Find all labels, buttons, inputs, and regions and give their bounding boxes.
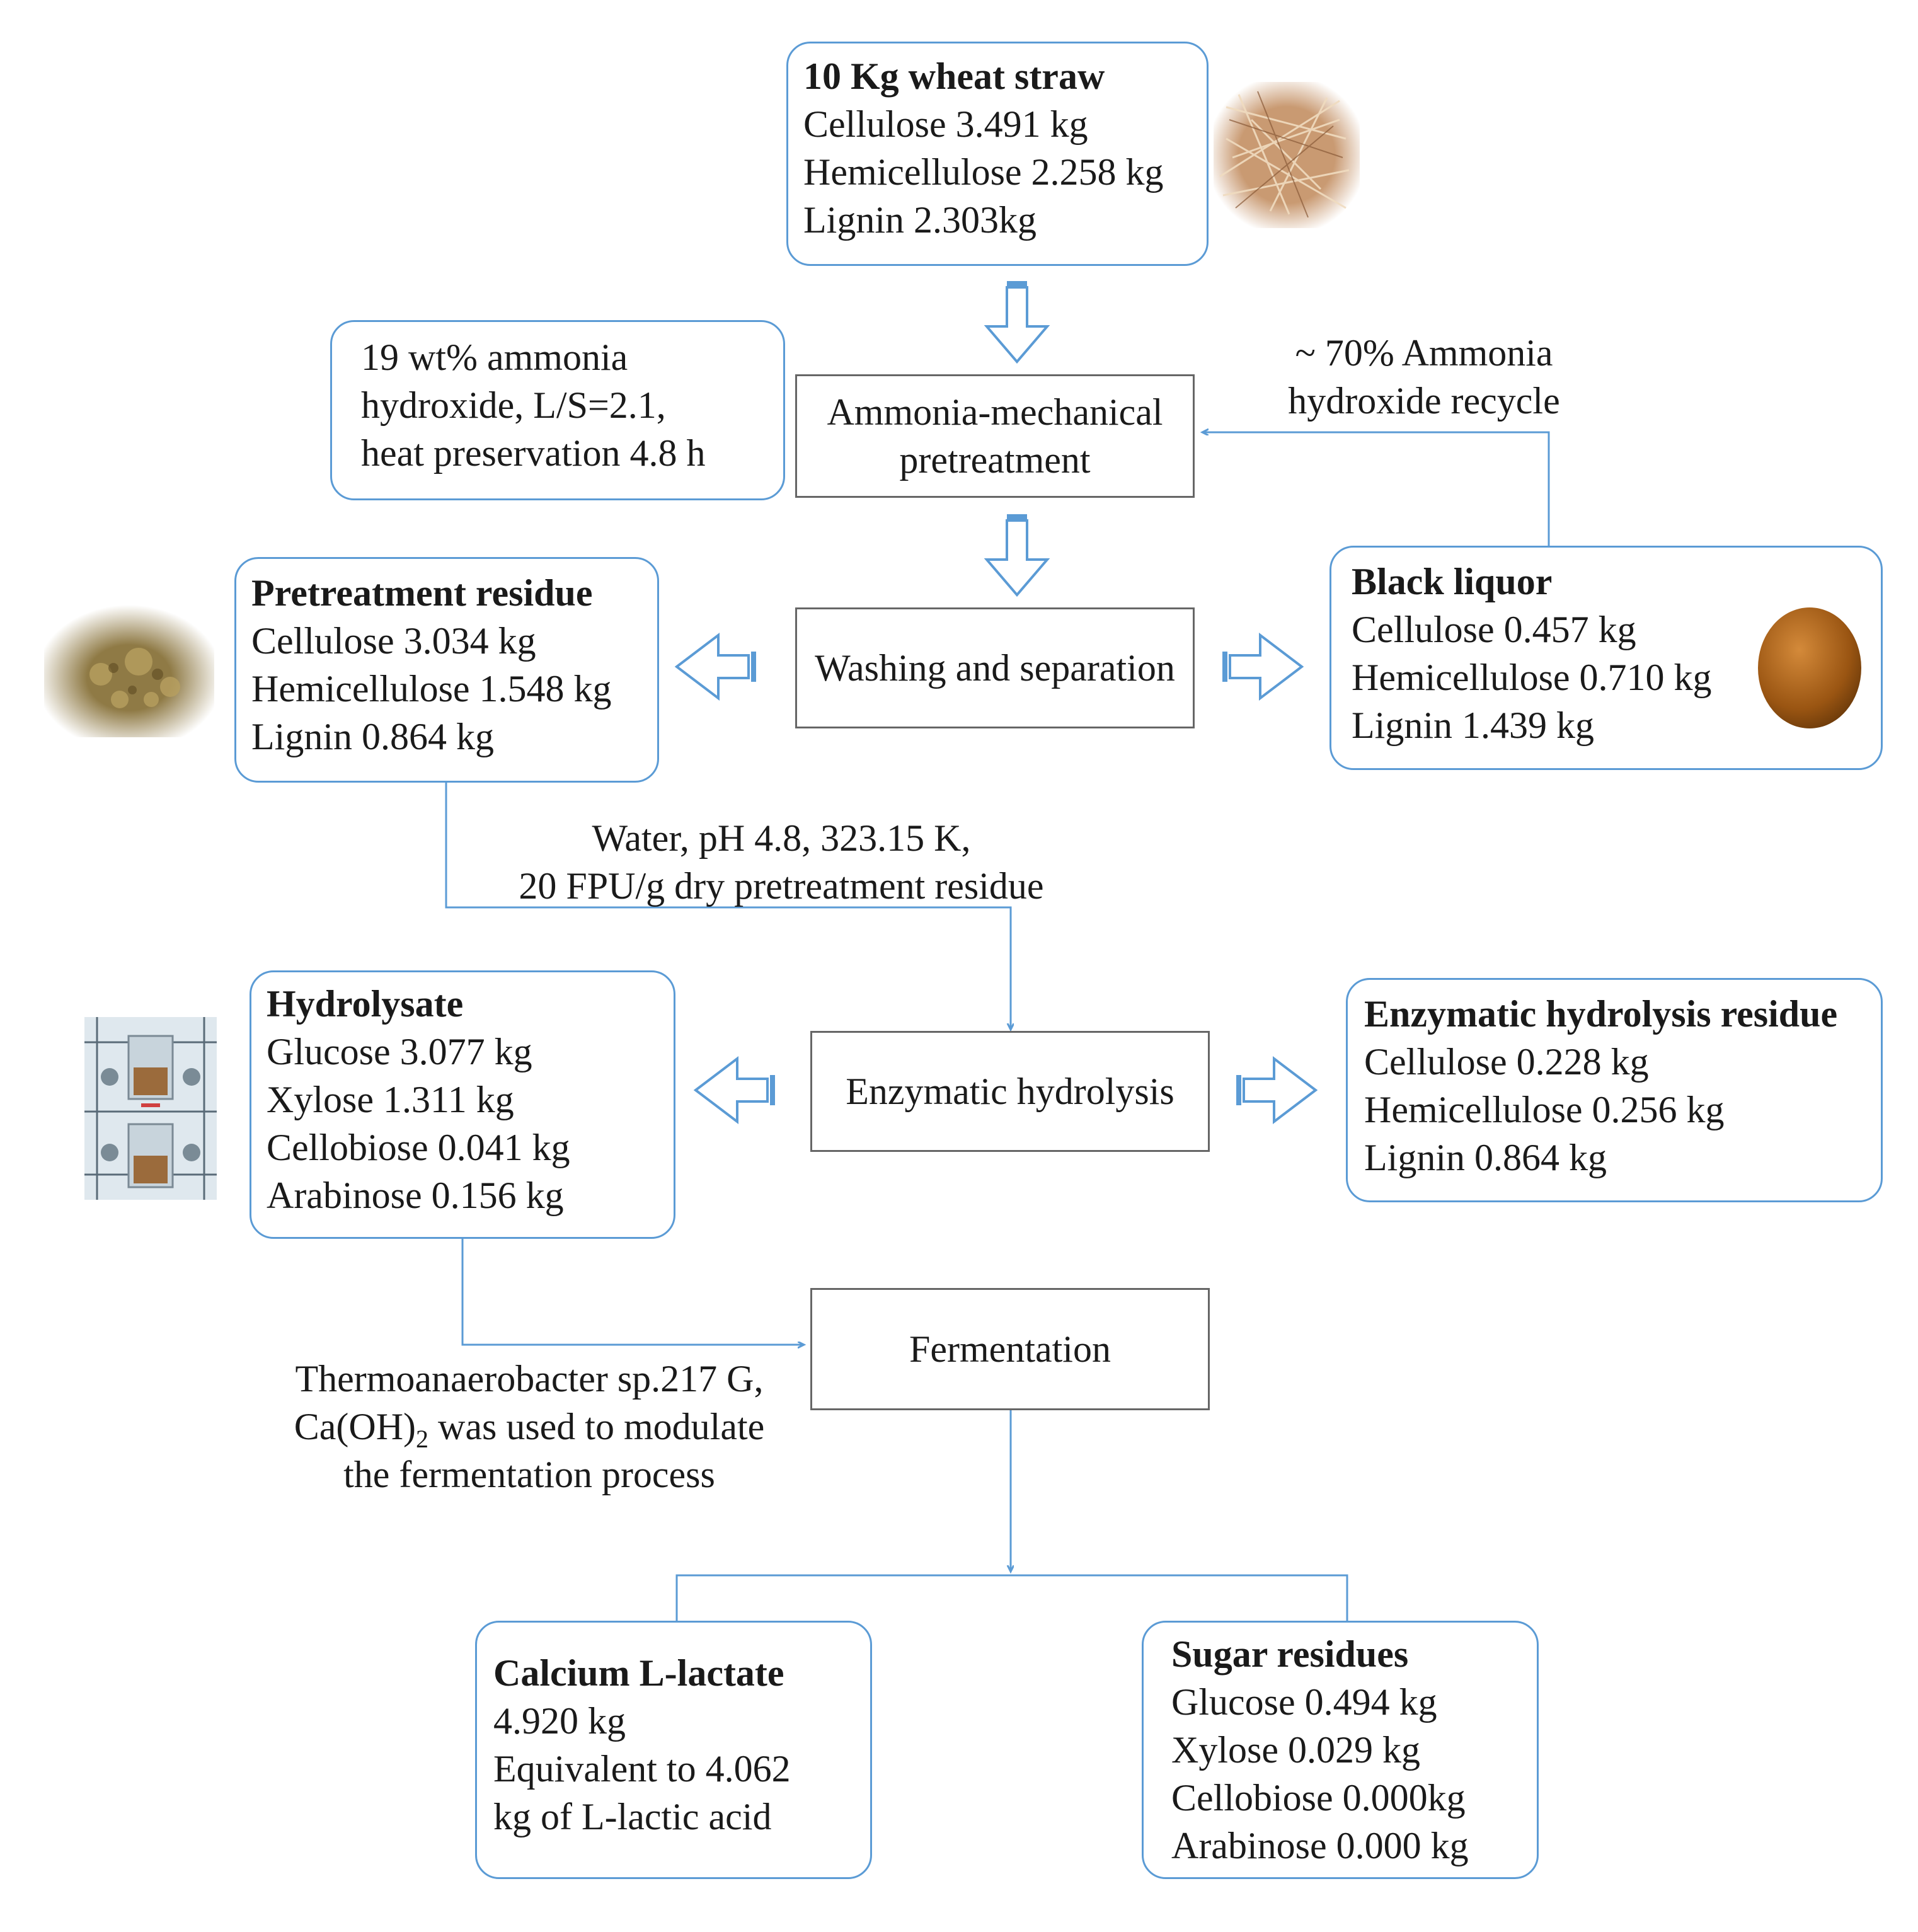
calcium-lactate-acid: kg of L-lactic acid <box>493 1793 870 1841</box>
enzymatic-residue-cellulose: Cellulose 0.228 kg <box>1364 1041 1649 1083</box>
fermentation-condition-3: the fermentation process <box>343 1454 715 1495</box>
wheat-straw-photo <box>1214 82 1360 228</box>
step-washing: Washing and separation <box>795 607 1195 728</box>
step-fermentation-label: Fermentation <box>909 1328 1111 1370</box>
block-arrow-left-washing <box>674 632 756 701</box>
wheat-straw-lignin: Lignin 2.303kg <box>803 199 1037 241</box>
block-arrow-down-2 <box>984 514 1050 597</box>
calcium-lactate-title: Calcium L-lactate <box>493 1652 784 1694</box>
black-liquor-title: Black liquor <box>1352 561 1553 602</box>
hydrolysate-glucose: Glucose 3.077 kg <box>267 1031 532 1072</box>
pretreatment-residue-cellulose: Cellulose 3.034 kg <box>251 620 536 662</box>
step-pretreatment-line1: Ammonia-mechanical <box>827 391 1163 433</box>
product-split-line <box>675 1574 1348 1621</box>
hydrolysis-condition-1: Water, pH 4.8, 323.15 K, <box>592 817 971 859</box>
block-arrow-right-washing <box>1222 632 1304 701</box>
sugar-residues-arabinose: Arabinose 0.000 kg <box>1171 1825 1469 1866</box>
calcium-lactate-box: Calcium L-lactate 4.920 kg Equivalent to… <box>475 1621 872 1879</box>
calcium-lactate-mass: 4.920 kg <box>493 1700 626 1742</box>
block-arrow-left-hydrolysis <box>693 1055 775 1125</box>
sugar-residues-box: Sugar residues Glucose 0.494 kg Xylose 0… <box>1142 1621 1539 1879</box>
pretreatment-residue-hemicellulose: Hemicellulose 1.548 kg <box>251 668 612 710</box>
calcium-lactate-acid-l: L <box>581 1796 605 1837</box>
pretreat-condition-1: 19 wt% ammonia <box>361 336 628 378</box>
pretreatment-conditions-box: 19 wt% ammonia hydroxide, L/S=2.1, heat … <box>330 320 785 500</box>
fermentation-condition-2: Ca(OH)2 was used to modulate <box>265 1403 794 1453</box>
block-arrow-down-1 <box>984 281 1050 364</box>
calcium-lactate-acid-post: -lactic acid <box>604 1796 772 1837</box>
hydrolysis-conditions: Water, pH 4.8, 323.15 K, 20 FPU/g dry pr… <box>491 814 1071 910</box>
hydrolysate-xylose: Xylose 1.311 kg <box>267 1079 514 1120</box>
enzymatic-residue-title: Enzymatic hydrolysis residue <box>1364 993 1838 1035</box>
step-washing-label: Washing and separation <box>815 647 1175 689</box>
step-pretreatment: Ammonia-mechanical pretreatment <box>795 374 1195 498</box>
hydrolysate-to-fermentation-arrow <box>461 1239 804 1345</box>
step-fermentation: Fermentation <box>810 1288 1210 1410</box>
residue-photo <box>44 605 214 737</box>
sugar-residues-title: Sugar residues <box>1171 1633 1409 1675</box>
fermentation-condition-1: Thermoanaerobacter sp.217 G, <box>295 1358 764 1400</box>
hydrolysate-cellobiose: Cellobiose 0.041 kg <box>267 1127 570 1168</box>
black-liquor-photo <box>1739 596 1878 735</box>
fermentation-condition-2-post: was used to modulate <box>428 1406 765 1447</box>
fermentation-condition-2-pre: Ca(OH) <box>294 1406 416 1447</box>
black-liquor-lignin: Lignin 1.439 kg <box>1352 704 1594 746</box>
recycle-note-line2: hydroxide recycle <box>1288 380 1560 422</box>
recycle-note-line1: ~ 70% Ammonia <box>1295 332 1553 374</box>
hydrolysate-title: Hydrolysate <box>267 983 464 1025</box>
recycle-note: ~ 70% Ammonia hydroxide recycle <box>1279 329 1569 425</box>
wheat-straw-title: 10 Kg wheat straw <box>803 55 1105 97</box>
fermentation-conditions: Thermoanaerobacter sp.217 G, Ca(OH)2 was… <box>265 1355 794 1498</box>
black-liquor-box: Black liquor Cellulose 0.457 kg Hemicell… <box>1329 546 1883 770</box>
wheat-straw-hemicellulose: Hemicellulose 2.258 kg <box>803 151 1164 193</box>
wheat-straw-box: 10 Kg wheat straw Cellulose 3.491 kg Hem… <box>786 42 1209 266</box>
calcium-lactate-acid-pre: kg of <box>493 1796 582 1837</box>
block-arrow-right-hydrolysis <box>1236 1055 1318 1125</box>
pretreatment-residue-title: Pretreatment residue <box>251 572 593 614</box>
enzymatic-residue-hemicellulose: Hemicellulose 0.256 kg <box>1364 1089 1725 1130</box>
black-liquor-cellulose: Cellulose 0.457 kg <box>1352 609 1636 650</box>
pretreatment-residue-lignin: Lignin 0.864 kg <box>251 716 494 757</box>
reactor-photo <box>84 1017 217 1200</box>
step-hydrolysis-label: Enzymatic hydrolysis <box>846 1071 1174 1112</box>
pretreat-condition-2: hydroxide, L/S=2.1, <box>361 384 666 426</box>
hydrolysis-condition-2: 20 FPU/g dry pretreatment residue <box>519 865 1044 907</box>
sugar-residues-xylose: Xylose 0.029 kg <box>1171 1729 1420 1771</box>
sugar-residues-glucose: Glucose 0.494 kg <box>1171 1681 1437 1723</box>
hydrolysate-arabinose: Arabinose 0.156 kg <box>267 1175 564 1216</box>
step-pretreatment-line2: pretreatment <box>899 439 1091 481</box>
calcium-lactate-equivalent: Equivalent to 4.062 <box>493 1748 791 1790</box>
hydrolysate-box: Hydrolysate Glucose 3.077 kg Xylose 1.31… <box>250 970 675 1239</box>
residue-to-hydrolysis-arrow <box>445 783 1011 1030</box>
fermentation-condition-2-sub: 2 <box>416 1425 429 1453</box>
recycle-arrow <box>1202 432 1550 546</box>
wheat-straw-cellulose: Cellulose 3.491 kg <box>803 103 1088 145</box>
step-hydrolysis: Enzymatic hydrolysis <box>810 1031 1210 1152</box>
pretreatment-residue-box: Pretreatment residue Cellulose 3.034 kg … <box>234 557 659 783</box>
pretreat-condition-3: heat preservation 4.8 h <box>361 432 706 474</box>
black-liquor-hemicellulose: Hemicellulose 0.710 kg <box>1352 657 1712 698</box>
enzymatic-residue-box: Enzymatic hydrolysis residue Cellulose 0… <box>1346 978 1883 1202</box>
sugar-residues-cellobiose: Cellobiose 0.000kg <box>1171 1777 1466 1819</box>
enzymatic-residue-lignin: Lignin 0.864 kg <box>1364 1137 1607 1178</box>
